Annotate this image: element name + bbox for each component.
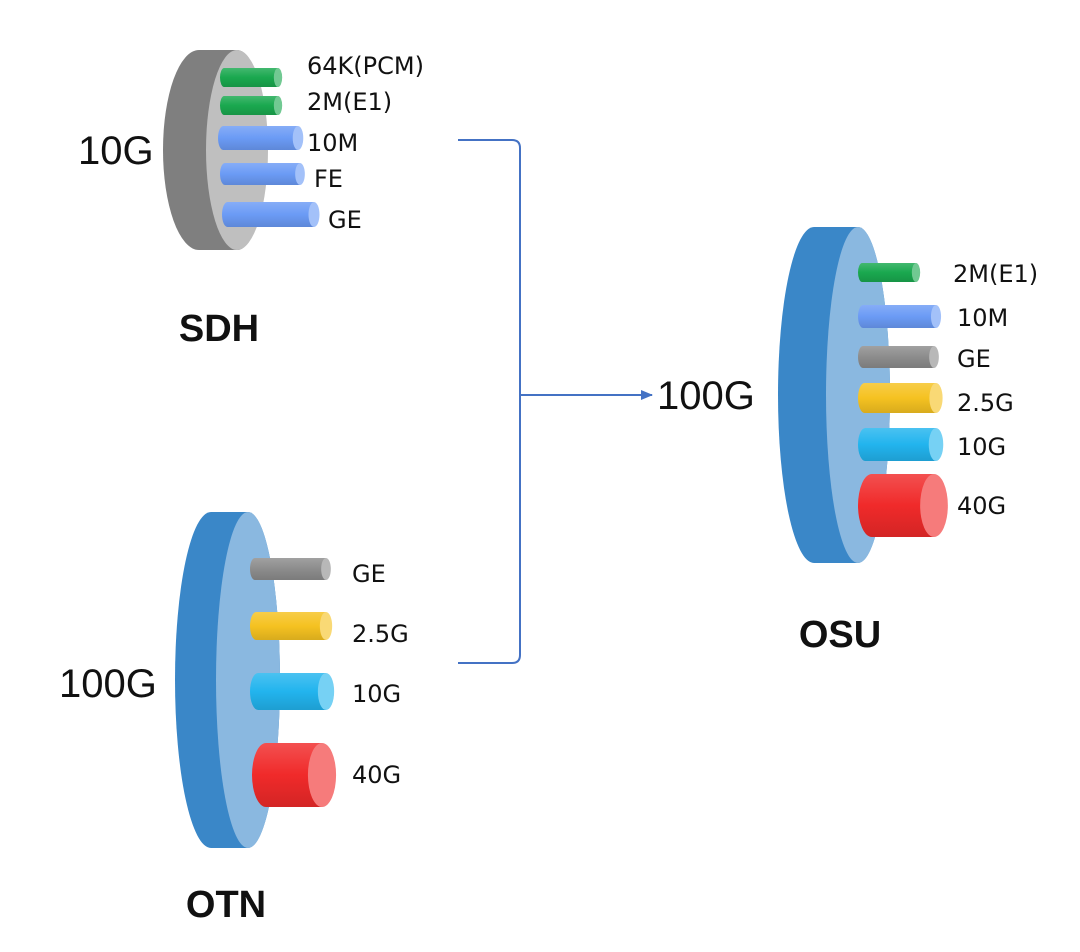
- sdh-channel-3-cap: [292, 126, 304, 150]
- otn-channel-1-body: [249, 558, 326, 580]
- osu-channel-6-cap: [920, 474, 948, 537]
- otn-channel-3-body: [250, 673, 326, 710]
- otn-channel-2-body: [250, 612, 326, 640]
- osu-channel-3-label: GE: [957, 345, 991, 373]
- sdh-channel-4-label: FE: [314, 165, 343, 193]
- otn-group: GE 2.5G 10G 40G 100G OTN: [59, 512, 409, 926]
- osu-channel-1: 2M(E1): [858, 260, 1038, 288]
- osu-channel-6-body: [858, 474, 934, 537]
- sdh-channel-2: 2M(E1): [220, 88, 392, 116]
- osu-channel-5-body: [858, 428, 936, 461]
- otn-channel-4: 40G: [251, 743, 401, 807]
- sdh-title: SDH: [179, 308, 259, 350]
- osu-channel-1-cap: [911, 263, 921, 282]
- otn-channel-3: 10G: [250, 673, 401, 710]
- sdh-channel-1-label: 64K(PCM): [307, 52, 424, 80]
- sdh-channel-1-cap: [273, 68, 283, 87]
- osu-capacity-label: 100G: [657, 374, 755, 418]
- osu-channel-5-label: 10G: [957, 433, 1006, 461]
- sdh-channel-3-label: 10M: [307, 129, 358, 157]
- otn-channel-1: GE: [249, 558, 386, 588]
- sdh-channels: 64K(PCM) 2M(E1) 10M FE GE: [218, 52, 424, 234]
- sdh-channel-5: GE: [222, 202, 362, 234]
- otn-channel-4-label: 40G: [352, 761, 401, 789]
- osu-channel-6-label: 40G: [957, 492, 1006, 520]
- sdh-channel-1-body: [220, 68, 278, 87]
- sdh-channel-4-body: [219, 163, 300, 185]
- osu-channel-4-cap: [929, 383, 943, 413]
- osu-channel-2-cap: [930, 305, 942, 328]
- otn-channel-4-body: [251, 743, 322, 807]
- otn-channel-3-cap: [317, 673, 335, 710]
- sdh-channel-2-cap: [273, 96, 283, 115]
- sdh-channel-5-label: GE: [328, 206, 362, 234]
- otn-capacity-label: 100G: [59, 662, 157, 706]
- sdh-channel-5-cap: [308, 202, 320, 227]
- osu-channel-3-body: [858, 346, 934, 368]
- sdh-channel-2-body: [220, 96, 278, 115]
- osu-channel-4-body: [858, 383, 936, 413]
- sdh-channel-3: 10M: [218, 126, 358, 157]
- sdh-channel-5-body: [222, 202, 314, 227]
- sdh-channel-4-cap: [295, 163, 305, 185]
- osu-channel-1-body: [858, 263, 916, 282]
- osu-channel-1-label: 2M(E1): [953, 260, 1038, 288]
- sdh-channel-1: 64K(PCM): [220, 52, 424, 87]
- otn-channel-2-label: 2.5G: [352, 620, 409, 648]
- osu-channel-5-cap: [928, 428, 944, 461]
- osu-title: OSU: [799, 614, 881, 656]
- osu-channel-3-cap: [929, 346, 939, 368]
- otn-channels: GE 2.5G 10G 40G: [249, 558, 409, 807]
- otn-channel-1-label: GE: [352, 560, 386, 588]
- connector: [458, 139, 653, 664]
- sdh-channel-3-body: [218, 126, 298, 150]
- otn-channel-4-cap: [307, 743, 337, 807]
- otn-channel-2-cap: [319, 612, 333, 640]
- osu-channel-5: 10G: [858, 428, 1006, 461]
- sdh-group: 64K(PCM) 2M(E1) 10M FE GE 10G SDH: [78, 50, 424, 350]
- osu-channel-2: 10M: [858, 304, 1008, 332]
- osu-channel-2-label: 10M: [957, 304, 1008, 332]
- osu-channel-4-label: 2.5G: [957, 389, 1014, 417]
- otn-title: OTN: [186, 884, 266, 926]
- sdh-channel-4: FE: [219, 163, 343, 193]
- otn-channel-2: 2.5G: [250, 612, 409, 648]
- sdh-capacity-label: 10G: [78, 129, 154, 173]
- osu-group: 100G 2M(E1) 10M GE 2.5G 10G 40G OSU: [657, 227, 1038, 656]
- osu-channel-6: 40G: [858, 474, 1006, 537]
- merge-bracket: [458, 139, 521, 664]
- osu-channels: 2M(E1) 10M GE 2.5G 10G 40G: [858, 260, 1038, 537]
- otn-channel-1-cap: [321, 558, 331, 580]
- osu-channel-4: 2.5G: [858, 383, 1014, 417]
- otn-channel-3-label: 10G: [352, 680, 401, 708]
- sdh-channel-2-label: 2M(E1): [307, 88, 392, 116]
- osu-channel-3: GE: [858, 345, 991, 373]
- osu-channel-2-body: [858, 305, 936, 328]
